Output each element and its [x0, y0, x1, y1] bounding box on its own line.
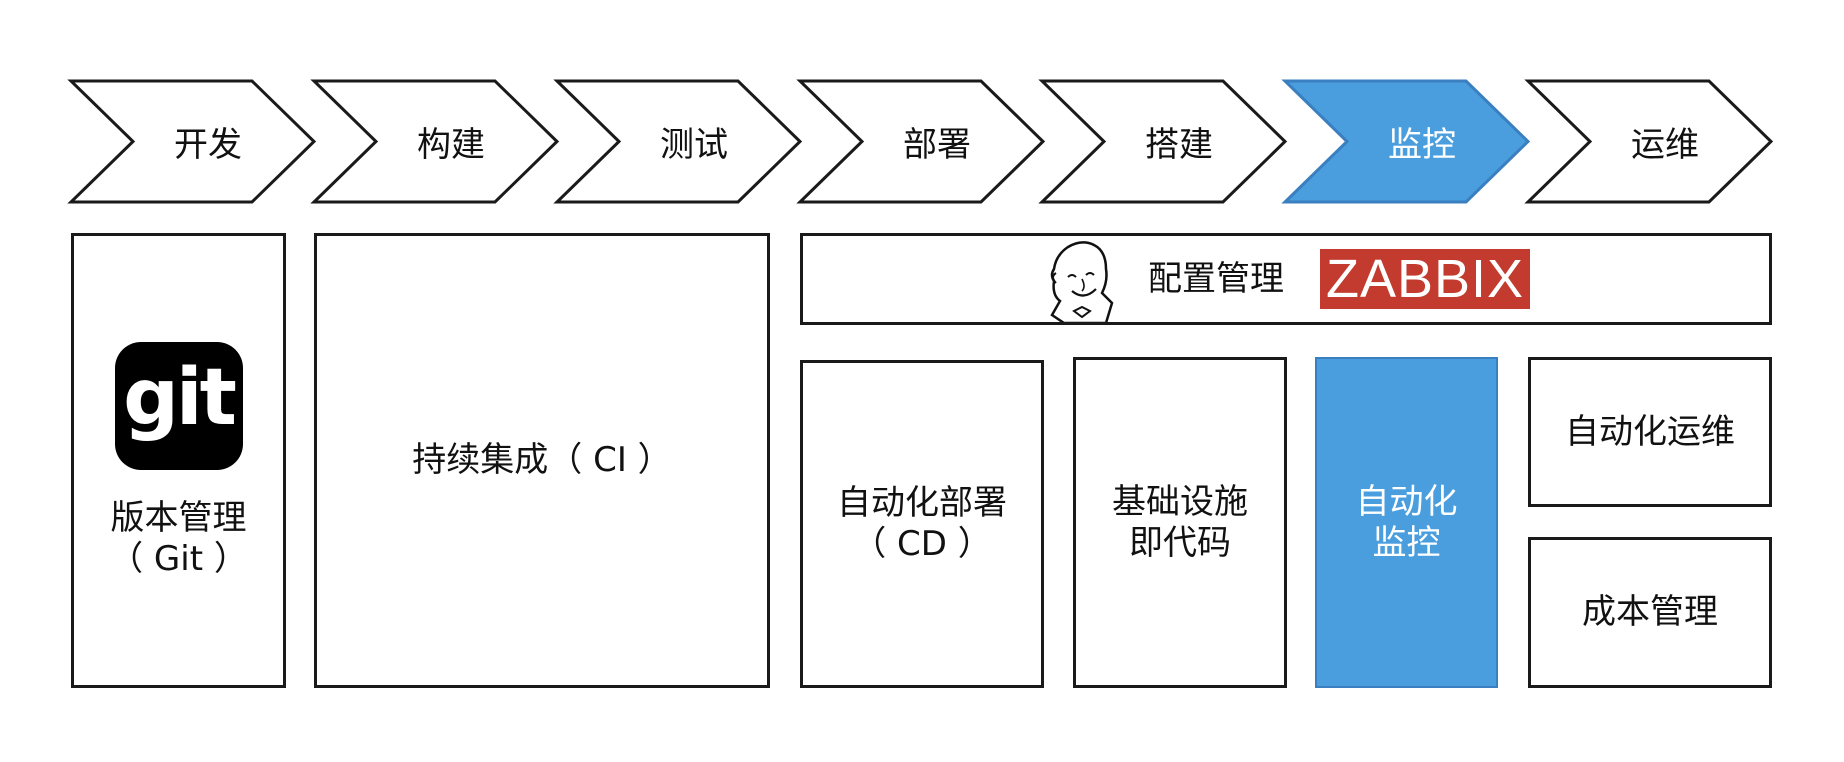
config-management-label: 配置管理: [1147, 258, 1284, 299]
stage-label: 监控: [1388, 125, 1456, 165]
pipeline-chevrons: [67, 79, 1774, 204]
version-control-card: git 版本管理 （ Git ）: [71, 233, 286, 688]
monitoring-sublabel: 监控: [1372, 522, 1441, 563]
auto-ops-card: 自动化运维: [1528, 357, 1772, 507]
iac-card: 基础设施 即代码: [1073, 357, 1287, 688]
cd-sublabel: （ CD ）: [852, 524, 992, 564]
stage-chevron: [553, 79, 803, 204]
jenkins-icon: [1050, 241, 1114, 322]
monitoring-label: 自动化: [1355, 481, 1458, 522]
stage-chevron: [67, 79, 317, 204]
cd-card: 自动化部署 （ CD ）: [800, 360, 1044, 688]
stage-chevron: [310, 79, 560, 204]
ci-card: 持续集成（ CI ）: [314, 233, 770, 688]
git-logo-icon: git: [114, 341, 243, 470]
stage-label: 构建: [417, 125, 485, 165]
stage-chevron: [1524, 79, 1774, 204]
zabbix-logo: ZABBIX: [1319, 249, 1531, 309]
stage-label: 运维: [1631, 125, 1699, 165]
auto-ops-label: 自动化运维: [1565, 411, 1735, 452]
iac-sublabel: 即代码: [1129, 522, 1231, 563]
monitoring-card: 自动化 监控: [1315, 357, 1498, 688]
version-control-sublabel: （ Git ）: [109, 538, 248, 579]
stage-label: 开发: [174, 125, 242, 165]
cost-management-card: 成本管理: [1528, 537, 1772, 688]
ci-label: 持续集成（ CI ）: [412, 440, 672, 480]
stage-label: 测试: [660, 125, 728, 165]
cd-label: 自动化部署: [837, 483, 1007, 523]
version-control-label: 版本管理: [110, 497, 247, 538]
config-management-card: 配置管理 ZABBIX: [800, 233, 1772, 325]
stage-chevron: [1281, 79, 1531, 204]
stage-chevron: [1038, 79, 1288, 204]
iac-label: 基础设施: [1112, 481, 1248, 522]
stage-chevron: [796, 79, 1046, 204]
stage-label: 搭建: [1145, 125, 1213, 165]
stage-label: 部署: [903, 125, 971, 165]
cost-management-label: 成本管理: [1582, 592, 1718, 632]
